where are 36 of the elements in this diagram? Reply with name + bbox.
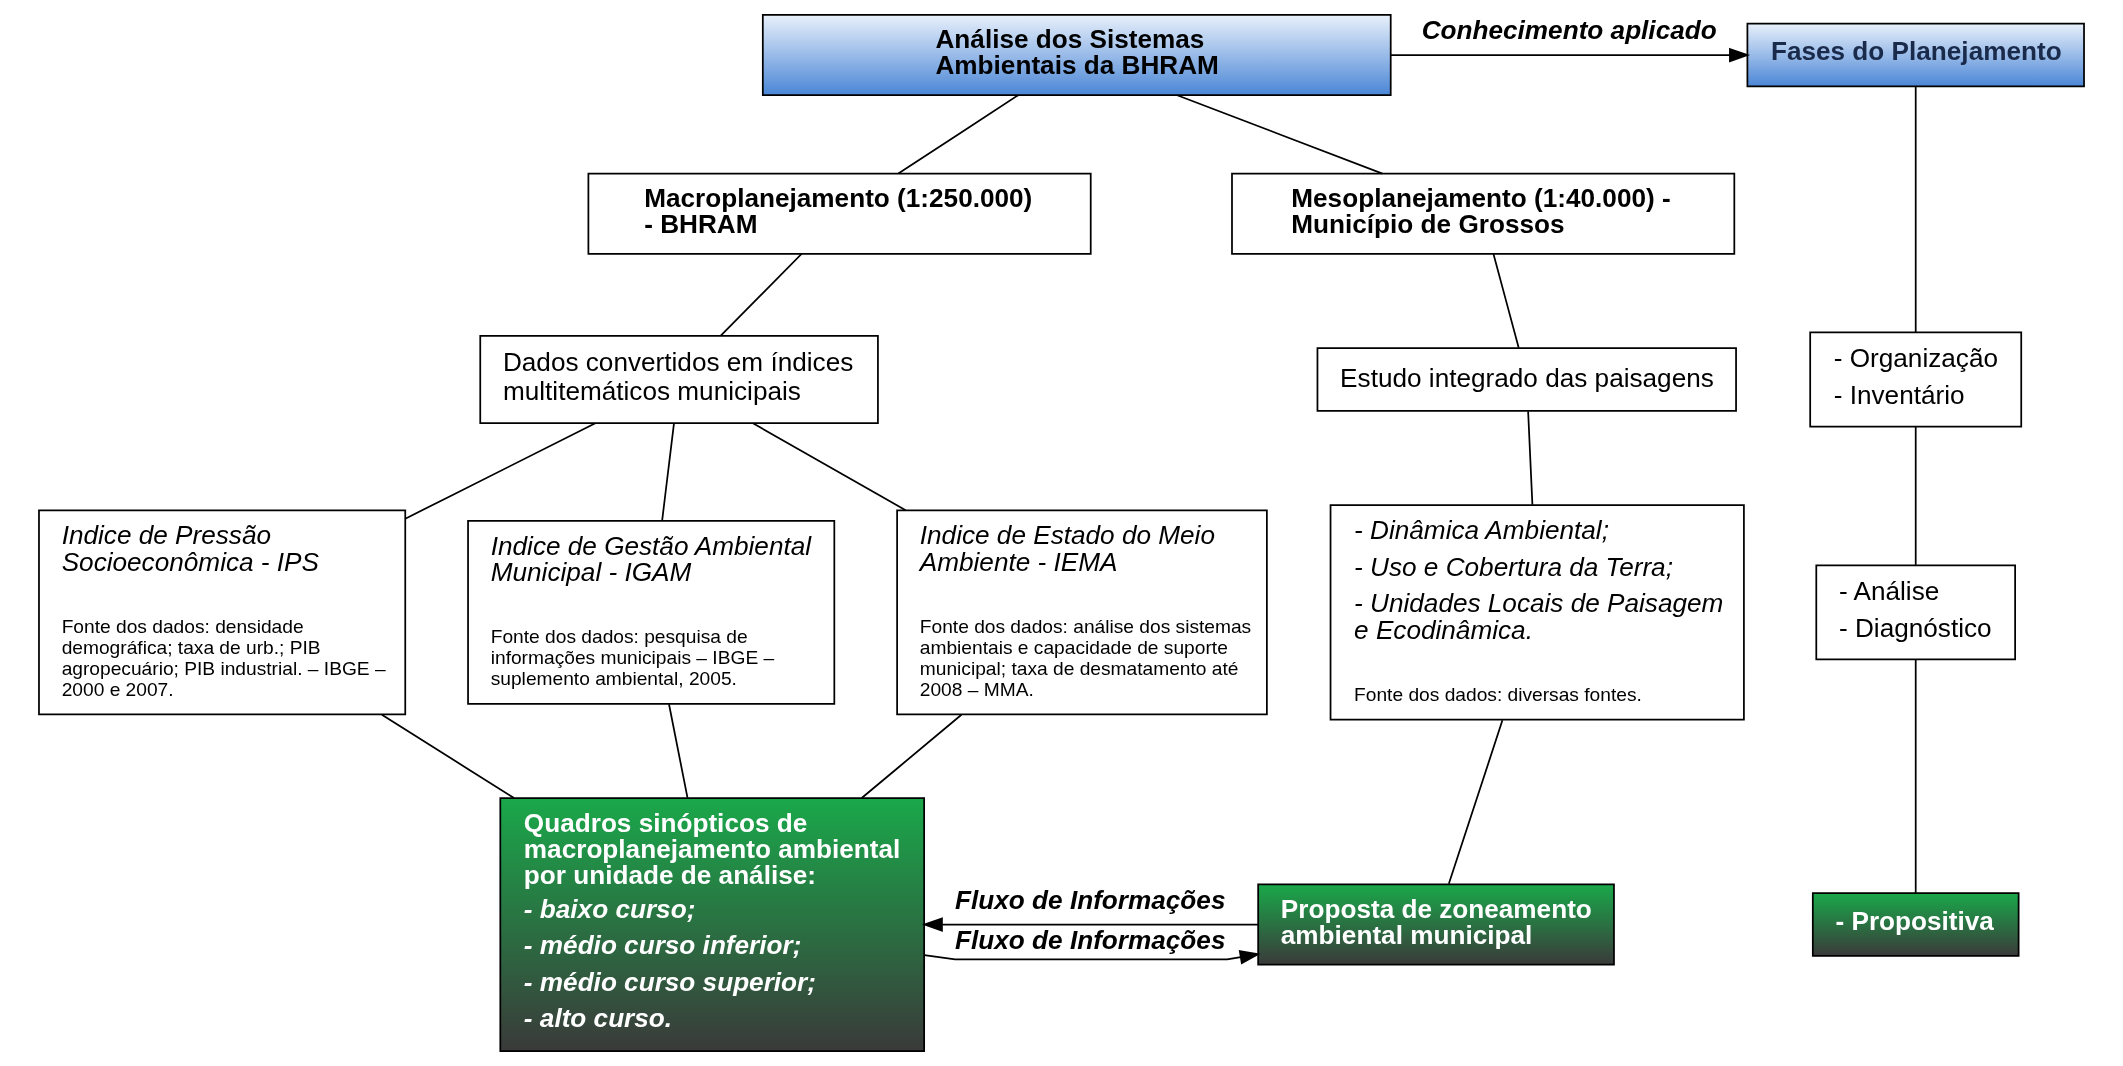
node-box: Dados convertidos em índices multitemáticos municipais xyxy=(479,335,879,424)
node-box: Proposta de zoneamento ambiental municipal xyxy=(1257,883,1615,966)
arrow xyxy=(923,950,1261,965)
connector xyxy=(668,703,689,799)
edge-label: Fluxo de Informações xyxy=(955,884,1226,915)
connector xyxy=(860,713,963,799)
arrow xyxy=(1390,47,1750,63)
connector xyxy=(1914,426,1917,566)
connector xyxy=(1176,94,1384,175)
node-box: Indice de Pressão Socioeconômica - IPS Fonte dos dados: densidade demográfica; taxa de urb.; PIB agropecuário; PIB industrial. – IBGE – 2000 e 2007. xyxy=(38,509,407,716)
node-box: - Análise - Diagnóstico xyxy=(1815,564,2016,661)
node-box: Quadros sinópticos de macroplanejamento ambiental por unidade de análise: - baixo curso; - médio curso inferior; - médio curso superior; - alto curso. xyxy=(499,797,925,1052)
node-box: Mesoplanejamento (1:40.000) - Município de Grossos xyxy=(1231,172,1736,255)
edge-label: Conhecimento aplicado xyxy=(1421,15,1717,46)
node-box: - Propositiva xyxy=(1811,892,2020,957)
node-box: Estudo integrado das paisagens xyxy=(1316,347,1737,412)
connector xyxy=(719,253,803,337)
node-box: Fases do Planejamento xyxy=(1746,22,2085,88)
arrow xyxy=(921,917,1259,932)
node-box: - Organização - Inventário xyxy=(1809,331,2023,428)
node-box: Análise dos Sistemas Ambientais da BHRAM xyxy=(761,14,1392,97)
connector xyxy=(1914,658,1917,894)
edge-label: Fluxo de Informações xyxy=(955,924,1226,955)
node-box: Indice de Estado do Meio Ambiente - IEMA Fonte dos dados: análise dos sistemas ambientais e capacidade de suporte municipal; taxa de desmatamento até 2008 – MMA. xyxy=(896,509,1268,716)
connector xyxy=(661,422,675,522)
connector xyxy=(1527,410,1534,506)
connector xyxy=(381,713,515,799)
connector xyxy=(1914,86,1917,333)
connector xyxy=(897,94,1019,175)
connector xyxy=(404,422,597,520)
node-box: - Dinâmica Ambiental; - Uso e Cobertura da Terra; - Unidades Locais de Paisagem e Ecodinâmica. Fonte dos dados: diversas fontes. xyxy=(1329,504,1745,721)
connector xyxy=(1448,719,1504,885)
node-box: Macroplanejamento (1:250.000) - BHRAM xyxy=(587,172,1092,255)
connector xyxy=(1492,253,1520,349)
connector xyxy=(752,422,907,512)
node-box: Indice de Gestão Ambiental Municipal - IGAM Fonte dos dados: pesquisa de informações municipais – IBGE – suplemento ambiental, 2005. xyxy=(467,519,836,705)
